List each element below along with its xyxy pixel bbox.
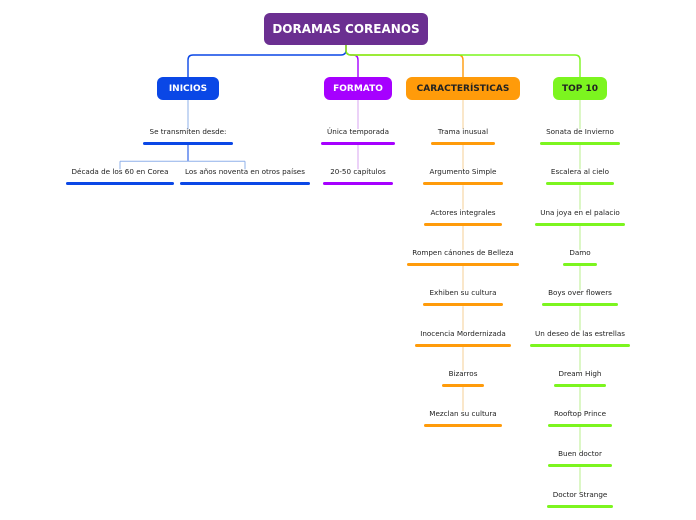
topic-actores-integrales[interactable]: Actores integrales	[424, 208, 502, 226]
topic-underline	[535, 222, 625, 226]
topic-label: Rompen cánones de Belleza	[412, 247, 514, 257]
topic-label: Sonata de Invierno	[546, 127, 614, 136]
topic-los-anos-noventa-en-otros-paises[interactable]: Los años noventa en otros países	[180, 167, 310, 186]
topic-label: Actores integrales	[430, 207, 496, 217]
topic-label: Inocencia Mordernizada	[420, 328, 506, 338]
topic-dream-high[interactable]: Dream High	[554, 369, 606, 387]
topic-underline	[546, 182, 614, 186]
topic-label: Exhiben su cultura	[429, 288, 497, 298]
topic-underline	[542, 303, 618, 307]
topic-label: Doctor Strange	[552, 489, 608, 499]
topic-underline	[530, 343, 630, 347]
topic-underline	[431, 142, 495, 145]
topic-20-50-capitulos[interactable]: 20-50 capítulos	[323, 167, 393, 186]
topic-decada-de-los-60-en-corea[interactable]: Década de los 60 en Corea	[66, 167, 174, 186]
topic-label: Argumento Simple	[429, 167, 497, 177]
connector-root-formato	[345, 45, 359, 77]
topic-mezclan-su-cultura[interactable]: Mezclan su cultura	[424, 409, 502, 428]
topic-underline	[415, 343, 511, 347]
topic-inocencia-mordernizada[interactable]: Inocencia Mordernizada	[415, 329, 511, 347]
topic-doctor-strange[interactable]: Doctor Strange	[547, 490, 613, 508]
connector-root-inicios	[187, 45, 347, 77]
topic-label: Mezclan su cultura	[429, 409, 497, 419]
topic-underline	[423, 303, 503, 307]
main-topic-formato[interactable]: FORMATO	[324, 77, 392, 100]
connector-root-caracteristicas	[345, 45, 464, 77]
topic-bizarros[interactable]: Bizarros	[442, 369, 484, 387]
topic-una-joya-en-el-palacio[interactable]: Una joya en el palacio	[535, 208, 625, 226]
topic-rompen-canones-de-belleza[interactable]: Rompen cánones de Belleza	[407, 248, 519, 266]
topic-underline	[548, 424, 612, 428]
topic-argumento-simple[interactable]: Argumento Simple	[423, 167, 503, 186]
topic-se-transmiten-desde[interactable]: Se transmiten desde:	[143, 127, 233, 145]
topic-underline	[323, 182, 393, 186]
topic-sonata-de-invierno[interactable]: Sonata de Invierno	[540, 127, 620, 145]
topic-underline	[563, 262, 597, 266]
topic-underline	[424, 222, 502, 226]
topic-un-deseo-de-las-estrellas[interactable]: Un deseo de las estrellas	[530, 329, 630, 347]
topic-label: Los años noventa en otros países	[185, 167, 305, 177]
topic-underline	[321, 142, 395, 145]
topic-label: Se transmiten desde:	[149, 127, 227, 136]
topic-underline	[407, 262, 519, 266]
topic-label: Dream High	[558, 368, 602, 378]
topic-label: 20-50 capítulos	[330, 167, 386, 177]
topic-underline	[547, 504, 613, 508]
topic-underline	[180, 182, 310, 186]
topic-underline	[423, 182, 503, 186]
topic-underline	[143, 142, 233, 145]
topic-label: Trama inusual	[437, 127, 489, 136]
topic-underline	[540, 142, 620, 145]
topic-label: Rooftop Prince	[553, 409, 607, 419]
topic-underline	[442, 383, 484, 387]
topic-underline	[548, 464, 612, 468]
topic-rooftop-prince[interactable]: Rooftop Prince	[548, 409, 612, 428]
topic-label: Damo	[569, 247, 591, 257]
main-topic-caracteristicas[interactable]: CARACTERÍSTICAS	[406, 77, 520, 100]
main-topic-top10[interactable]: TOP 10	[553, 77, 607, 100]
topic-label: Escalera al cielo	[550, 167, 610, 177]
topic-unica-temporada[interactable]: Única temporada	[321, 127, 395, 145]
topic-trama-inusual[interactable]: Trama inusual	[431, 127, 495, 145]
topic-buen-doctor[interactable]: Buen doctor	[548, 449, 612, 468]
topic-label: Buen doctor	[558, 449, 602, 459]
connector-root-top10	[345, 45, 581, 77]
main-topic-inicios[interactable]: INICIOS	[157, 77, 219, 100]
topic-label: Década de los 60 en Corea	[71, 167, 169, 177]
topic-damo[interactable]: Damo	[563, 248, 597, 266]
topic-label: Bizarros	[448, 368, 478, 378]
topic-underline	[424, 424, 502, 428]
topic-label: Única temporada	[327, 127, 389, 136]
topic-boys-over-flowers[interactable]: Boys over flowers	[542, 288, 618, 307]
topic-label: Un deseo de las estrellas	[535, 328, 625, 338]
central-topic[interactable]: DORAMAS COREANOS	[264, 13, 428, 45]
topic-exhiben-su-cultura[interactable]: Exhiben su cultura	[423, 288, 503, 307]
topic-underline	[554, 383, 606, 387]
topic-escalera-al-cielo[interactable]: Escalera al cielo	[546, 167, 614, 186]
topic-underline	[66, 182, 174, 186]
topic-label: Una joya en el palacio	[540, 207, 620, 217]
topic-label: Boys over flowers	[548, 288, 612, 298]
